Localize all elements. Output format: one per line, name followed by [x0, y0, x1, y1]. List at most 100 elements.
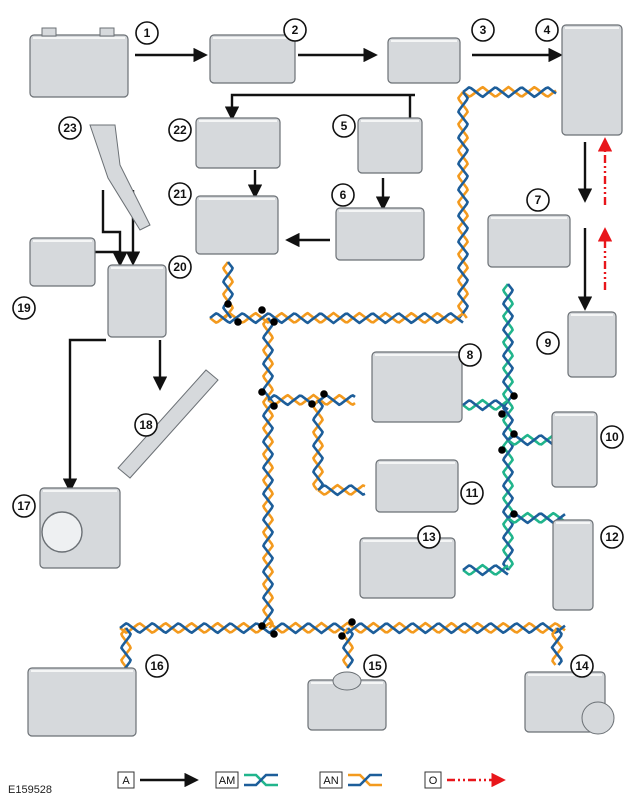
control-module-icon [371, 351, 463, 423]
callout-circle [600, 425, 624, 449]
bus-bottom-wire-2 [119, 622, 566, 635]
callout-3: 3 [471, 18, 495, 42]
bus-am-8-wire-1 [462, 398, 509, 411]
callout-number: 19 [17, 301, 31, 315]
throttle-bore-icon [41, 511, 83, 553]
legend-wire-2 [244, 773, 278, 787]
legend-key-box [117, 771, 135, 789]
callout-number: 5 [341, 119, 348, 133]
callout-circle [168, 118, 192, 142]
callout-4: 4 [535, 18, 559, 42]
callout-number: 20 [173, 260, 187, 274]
junction-node-16 [498, 446, 506, 454]
legend-key-box [215, 771, 239, 789]
control-module-icon-body [387, 37, 461, 84]
control-module-icon-body [357, 117, 423, 174]
bus-trunk [262, 317, 274, 629]
legend-key-label: AM [219, 775, 236, 787]
callout-circle [363, 654, 387, 678]
callout-number: 3 [480, 23, 487, 37]
legend-key-box [319, 771, 343, 789]
junction-node-11 [338, 632, 346, 640]
arrow-23-20a [101, 190, 128, 266]
bus-drop-21-wire-2 [222, 261, 234, 319]
callout-number: 12 [605, 530, 619, 544]
callout-circle [460, 481, 484, 505]
callout-number: 15 [368, 659, 382, 673]
junction-node-10 [270, 630, 278, 638]
junction-node-15 [510, 430, 518, 438]
callout-number: 9 [545, 336, 552, 350]
callout-number: 17 [17, 499, 31, 513]
callout-circle [570, 654, 594, 678]
legend-key-label: A [122, 775, 130, 787]
control-module-icon [357, 117, 423, 174]
switch-pack-icon-body [359, 537, 456, 599]
legend-item-am: AM [215, 771, 278, 789]
battery-icon-body [29, 34, 129, 98]
display-module-icon-body [375, 459, 459, 513]
pedal-icon [89, 124, 151, 231]
bus-drop-16-wire-2 [120, 627, 132, 673]
arrow-20-17 [62, 338, 106, 493]
display-module-icon [375, 459, 459, 513]
callout-9: 9 [536, 331, 560, 355]
bus-drop-15-wire-2 [342, 627, 354, 669]
junction-node-13 [510, 392, 518, 400]
abs-motor-icon [581, 701, 615, 735]
callout-15: 15 [363, 654, 387, 678]
callout-circle [332, 114, 356, 138]
callout-circle [471, 18, 495, 42]
bus-right-riser [457, 91, 469, 319]
callout-circle [12, 296, 36, 320]
bus-drop-16 [120, 627, 132, 673]
fuse-module-icon-body [209, 34, 296, 84]
callout-circle [458, 343, 482, 367]
callout-circle [600, 525, 624, 549]
bus-am-8 [462, 398, 509, 412]
callout-circle [535, 18, 559, 42]
junction-node-4 [270, 318, 278, 326]
callout-2: 2 [283, 18, 307, 42]
figure-id: E159528 [8, 784, 53, 796]
junction-node-2 [258, 306, 266, 314]
legend-key-label: O [429, 775, 438, 787]
callout-7: 7 [526, 188, 550, 212]
callout-circle [168, 255, 192, 279]
bus-drop-16-wire-1 [120, 627, 132, 673]
callout-number: 8 [467, 348, 474, 362]
bus-drop-14 [550, 627, 564, 666]
legend-wire-2 [348, 773, 382, 787]
bus-main-horizontal-wire-2 [209, 312, 464, 325]
junction-box-icon [561, 24, 623, 136]
junction-node-3 [234, 318, 242, 326]
callout-circle [168, 182, 192, 206]
bus-am-8-wire-2 [462, 399, 509, 412]
bus-branch-11-vert-wire-1 [312, 399, 324, 491]
junction-node-12 [348, 618, 356, 626]
ecm-icon [107, 264, 167, 338]
callout-number: 6 [340, 188, 347, 202]
selector-knob-icon [307, 679, 387, 731]
selector-knob-top-icon [332, 671, 362, 691]
bus-top-right-wire-2 [462, 86, 557, 99]
callout-23: 23 [58, 116, 82, 140]
junction-node-1 [224, 300, 232, 308]
legend-item-o: O [424, 771, 506, 789]
actuator-icon [551, 411, 598, 488]
callout-circle [526, 188, 550, 212]
components [27, 24, 623, 737]
callout-number: 4 [544, 23, 551, 37]
bus-am-12-wire-1 [507, 511, 566, 524]
callout-16: 16 [145, 654, 169, 678]
bus-branch-11-vert-wire-2 [312, 399, 324, 491]
callout-14: 14 [570, 654, 594, 678]
control-module-icon-body [195, 195, 279, 255]
callout-number: 21 [173, 187, 187, 201]
control-module-icon [335, 207, 425, 261]
callout-22: 22 [168, 118, 192, 142]
bus-drop-21-wire-1 [222, 261, 234, 319]
junction-node-8 [320, 390, 328, 398]
bus-am-vertical-wire-2 [502, 283, 514, 571]
